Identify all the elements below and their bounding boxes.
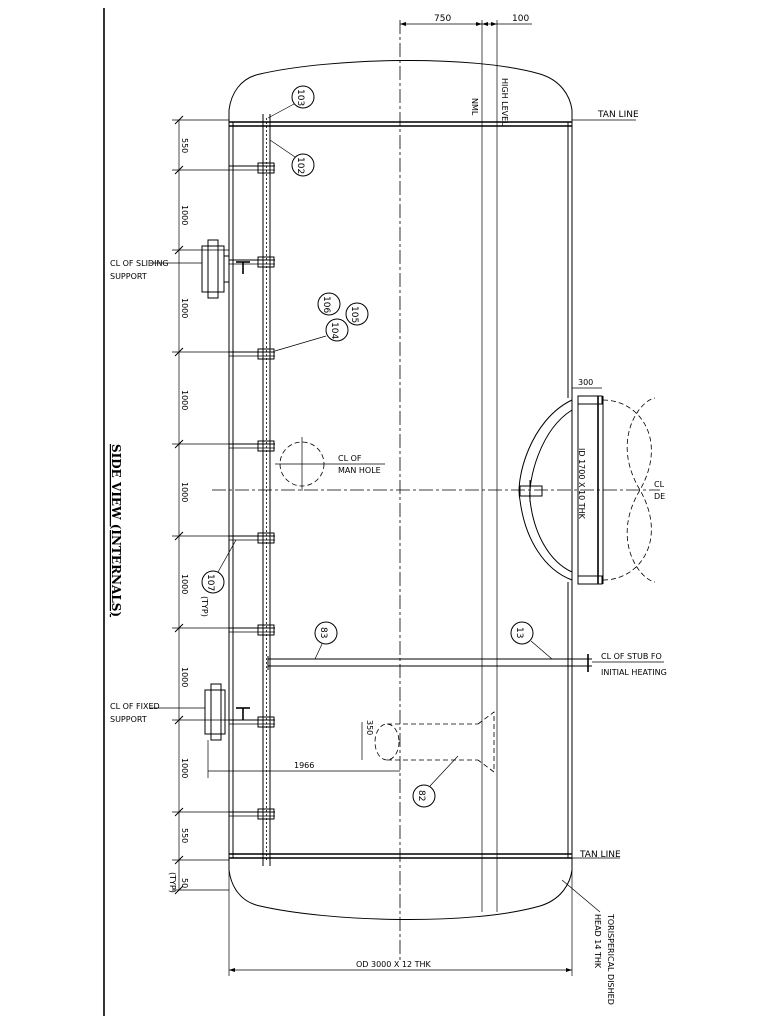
vessel-shell: [228, 59, 573, 921]
dim-tick: [174, 245, 184, 255]
svg-text:103: 103: [295, 89, 305, 106]
head-label-2: HEAD 14 THK: [593, 914, 602, 969]
dim-50-typ: (TYP): [168, 872, 177, 893]
left-dimension-chain: 550 1000 1000 1000 1000 1000 1000 1000 5…: [168, 115, 229, 895]
manway-dim-300: 300: [578, 378, 593, 387]
sliding-support-label-1: CL OF SLIDING: [110, 259, 169, 268]
internal-header-pipe: [229, 114, 275, 866]
right-cl-label-2: DE: [654, 492, 665, 501]
manhole-label-2: MAN HOLE: [338, 466, 381, 475]
pipe-clamp: [257, 716, 275, 728]
pipe-clamp: [257, 256, 275, 268]
svg-text:107: 107: [205, 574, 215, 591]
callout-103: 103: [267, 85, 315, 119]
callout-83: 83: [314, 621, 338, 660]
nml-label: NML: [470, 98, 479, 116]
svg-text:82: 82: [416, 790, 426, 801]
fixed-support: CL OF FIXED SUPPORT: [110, 683, 250, 741]
manhole: CL OF MAN HOLE: [275, 437, 385, 491]
dim-550-bottom: 550: [180, 828, 189, 843]
top-dimensions: 750 100: [400, 14, 532, 26]
dim-350: 350: [365, 720, 374, 735]
tan-line-bottom-label: TAN LINE: [579, 850, 621, 860]
stub-label-1: CL OF STUB FO: [601, 652, 662, 661]
shell-od-label: OD 3000 X 12 THK: [356, 960, 432, 969]
callout-107: 107 (TYP): [200, 539, 237, 617]
sliding-support: CL OF SLIDING SUPPORT: [110, 239, 250, 299]
dim-tick: [174, 115, 184, 125]
dim-1966: 1966: [294, 761, 314, 770]
pipe-clamp: [257, 348, 275, 360]
svg-text:104: 104: [329, 322, 339, 339]
pipe-clamp: [257, 532, 275, 544]
dim-550-top: 550: [180, 138, 189, 153]
dim-tick: [174, 885, 184, 895]
high-level-label: HIGH LEVEL: [500, 78, 509, 126]
dim-tick: [174, 347, 184, 357]
dim-tick: [174, 855, 184, 865]
svg-text:83: 83: [318, 627, 328, 638]
callout-13: 13: [510, 621, 553, 660]
head-note: TORISPERICAL DISHED HEAD 14 THK: [561, 879, 615, 1005]
dim-tick: [174, 165, 184, 175]
svg-text:13: 13: [514, 627, 524, 638]
dim-50: 50: [180, 878, 189, 888]
dim-1000-d: 1000: [180, 482, 189, 502]
stub-label-2: INITIAL HEATING: [601, 668, 667, 677]
tan-line-bottom: TAN LINE: [572, 850, 621, 860]
svg-text:102: 102: [295, 157, 305, 174]
tan-line-top-label: TAN LINE: [597, 110, 639, 120]
callout-102: 102: [269, 139, 315, 177]
dim-tick: [174, 623, 184, 633]
dim-1000-g: 1000: [180, 758, 189, 778]
dim-1000-f: 1000: [180, 667, 189, 687]
callout-106: 106: [317, 292, 341, 316]
sliding-support-label-2: SUPPORT: [110, 272, 147, 281]
callout-82: 82: [412, 755, 459, 808]
dim-1000-a: 1000: [180, 205, 189, 225]
fixed-support-label-1: CL OF FIXED: [110, 702, 160, 711]
dim-100: 100: [512, 14, 529, 24]
svg-text:106: 106: [321, 296, 331, 313]
pipe-clamp: [257, 808, 275, 820]
dim-1000-e: 1000: [180, 574, 189, 594]
initial-heating-stub: CL OF STUB FO INITIAL HEATING: [267, 652, 667, 677]
tan-line-top: TAN LINE: [572, 110, 639, 121]
right-cl-label-1: CL: [654, 480, 665, 489]
shell-od-dimension: OD 3000 X 12 THK: [228, 870, 573, 976]
manway-size: ID 1700 X 10 THK: [577, 448, 586, 520]
dim-tick: [174, 439, 184, 449]
head-label-1: TORISPERICAL DISHED: [606, 913, 615, 1005]
svg-text:105: 105: [349, 306, 359, 323]
dim-1000-b: 1000: [180, 298, 189, 318]
callout-105: 105: [345, 302, 369, 326]
pipe-clamp: [257, 162, 275, 174]
manhole-label-1: CL OF: [338, 454, 362, 463]
dim-750: 750: [434, 14, 451, 24]
fixed-support-label-2: SUPPORT: [110, 715, 147, 724]
sump-pipe: 350 1966: [207, 711, 495, 778]
pipe-clamp: [257, 624, 275, 636]
manway-nozzle: 300 ID 1700 X 10 THK CL DE: [518, 378, 665, 585]
dim-tick: [174, 715, 184, 725]
dim-tick: [174, 531, 184, 541]
callout-104: 104: [274, 318, 349, 352]
drawing-title: SIDE VIEW (INTERNALS): [109, 444, 123, 617]
dim-tick: [174, 807, 184, 817]
dim-1000-c: 1000: [180, 390, 189, 410]
pipe-clamp: [257, 440, 275, 452]
svg-text:(TYP): (TYP): [200, 596, 209, 617]
